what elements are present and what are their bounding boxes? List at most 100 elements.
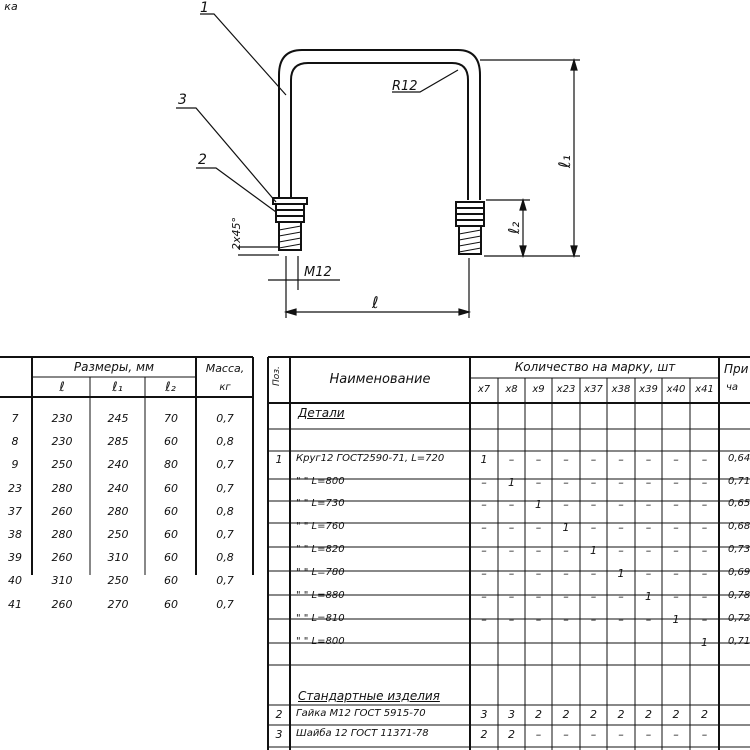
row-qty: 3	[480, 708, 488, 721]
row-qty: –	[481, 590, 487, 603]
left-cell-l2: 70	[164, 412, 178, 425]
row-qty: –	[535, 476, 542, 489]
row-name: Гайка М12 ГОСТ 5915-70	[296, 708, 426, 719]
row-qty: –	[590, 521, 597, 534]
left-cell-mass: 0,7	[216, 528, 234, 541]
row-qty: –	[701, 453, 708, 466]
row-name: " " L=800	[296, 476, 345, 487]
row-qty: –	[590, 728, 597, 741]
right-header-qty: Количество на марку, шт	[514, 360, 676, 374]
row-qty: –	[563, 498, 569, 511]
row-qty: –	[508, 567, 515, 580]
row-qty: –	[535, 453, 542, 466]
left-cell-l1: 310	[107, 551, 129, 565]
row-qty: –	[563, 544, 569, 557]
row-qty: –	[481, 567, 487, 580]
right-header-note: При	[724, 362, 749, 376]
row-qty: –	[535, 544, 542, 557]
left-cell-mass: 0,7	[216, 458, 234, 472]
row-qty: –	[563, 476, 569, 489]
left-cell-mark: 37	[8, 504, 22, 518]
row-qty: –	[508, 613, 515, 626]
row-qty: –	[563, 636, 569, 649]
row-qty: 1	[590, 544, 597, 557]
u-bolt-outer	[278, 49, 481, 200]
left-cell-l: 230	[51, 435, 73, 449]
row-qty: –	[673, 567, 679, 580]
left-cell-l1: 245	[107, 412, 129, 425]
row-qty: –	[481, 498, 487, 511]
right-header-name: Наименование	[329, 372, 431, 387]
left-cell-mass: 0,8	[216, 435, 234, 449]
row-qty: 1	[562, 521, 570, 534]
left-cell-l1: 240	[107, 458, 129, 472]
row-qty: 1	[701, 636, 708, 649]
row-qty: 1	[480, 453, 488, 466]
left-cell-l2: 60	[164, 574, 178, 588]
row-qty: –	[701, 728, 708, 741]
left-cell-mark: 8	[11, 435, 19, 449]
row-qty: –	[673, 590, 679, 603]
mark-header-2: х9	[532, 384, 545, 395]
row-qty: –	[618, 544, 624, 557]
row-qty: 2	[672, 708, 680, 721]
row-qty: –	[590, 476, 597, 489]
row-qty: –	[701, 476, 708, 489]
left-sub-l1: ℓ₁	[112, 380, 123, 395]
left-cell-l: 250	[51, 458, 73, 472]
row-qty: –	[645, 453, 652, 466]
left-cell-l: 280	[51, 528, 73, 541]
row-name: " " L=800	[296, 636, 345, 647]
row-qty: –	[590, 590, 597, 603]
row-qty: –	[673, 521, 679, 534]
dim-l-label: ℓ	[371, 293, 379, 312]
mark-header-3: х23	[556, 384, 576, 395]
row-note: 0,73	[728, 544, 750, 555]
row-qty: 1	[672, 613, 680, 626]
right-header-pos: Поз.	[272, 366, 282, 386]
row-qty: 1	[617, 567, 625, 580]
row-qty: –	[618, 476, 624, 489]
left-header-mass: Масса,	[205, 362, 245, 375]
left-cell-l: 260	[51, 504, 73, 518]
mark-header-5: х38	[611, 384, 631, 395]
leader-label-2: 2	[198, 152, 207, 168]
row-qty: –	[645, 728, 652, 741]
row-qty: –	[563, 567, 569, 580]
row-note: 0,65	[728, 498, 750, 509]
row-qty: –	[563, 453, 569, 466]
row-qty: –	[645, 636, 652, 649]
left-cell-l1: 270	[107, 597, 129, 611]
left-cell-mass: 0,7	[216, 574, 234, 588]
row-qty: –	[645, 544, 652, 557]
left-cell-mass: 0,7	[216, 481, 234, 495]
row-qty: –	[673, 544, 679, 557]
left-table-grid	[0, 356, 254, 575]
dim-l1-label: ℓ₁	[555, 155, 574, 169]
left-cell-mass: 0,8	[216, 504, 234, 518]
left-cell-l2: 60	[164, 435, 178, 449]
left-cell-l1: 250	[107, 528, 129, 541]
row-pos: 3	[275, 728, 283, 741]
left-cell-l: 260	[51, 597, 73, 611]
u-bolt-drawing: 1 3 2 R12 2x45° M12 ℓ ℓ₁ ℓ₂	[176, 0, 580, 318]
row-note: 0,71	[728, 636, 750, 647]
row-qty: –	[590, 567, 597, 580]
left-cell-mark: 38	[8, 528, 22, 541]
row-qty: –	[618, 498, 624, 511]
left-cell-l2: 60	[164, 597, 178, 611]
left-cell-mark: 41	[8, 597, 22, 611]
row-qty: –	[701, 521, 708, 534]
left-cell-mark: 9	[11, 458, 19, 472]
left-nut	[275, 203, 305, 223]
row-qty: –	[481, 636, 487, 649]
row-qty: –	[618, 613, 624, 626]
row-note: 0,71	[728, 476, 750, 487]
mark-header-1: х8	[505, 384, 518, 395]
row-qty: 3	[508, 708, 515, 721]
row-name: Круг12 ГОСТ2590-71, L=720	[296, 453, 445, 464]
mark-header-0: х7	[477, 384, 491, 395]
row-qty: –	[618, 590, 624, 603]
row-qty: –	[673, 498, 679, 511]
row-name: Шайба 12 ГОСТ 11371-78	[296, 728, 429, 739]
